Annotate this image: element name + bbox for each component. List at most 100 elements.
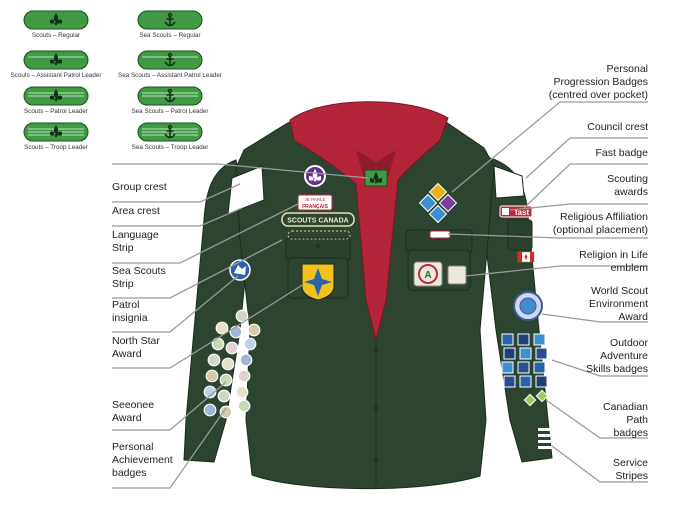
callout-label-line: Canadian bbox=[603, 401, 648, 413]
religion-emblem-ring bbox=[418, 264, 438, 284]
achievement-badge bbox=[203, 385, 217, 399]
callout-label-line: Skills badges bbox=[586, 363, 648, 375]
sea-scouts-strip bbox=[287, 230, 351, 240]
fleur-de-lis-icon bbox=[50, 89, 62, 102]
rank-badge: Scouts – Assistant Patrol Leader bbox=[10, 50, 102, 79]
callout-label-right: Council crest bbox=[587, 121, 648, 133]
callout-label-line: Patrol bbox=[112, 299, 139, 311]
achievement-badge bbox=[207, 353, 221, 367]
leader-line bbox=[112, 203, 299, 264]
callout-label-line: (centred over pocket) bbox=[549, 89, 648, 101]
sleeve-pocket bbox=[507, 219, 533, 251]
outdoor-adventure-skills-badge bbox=[517, 333, 530, 346]
achievement-badge bbox=[243, 337, 257, 351]
rank-badge: Scouts – Regular bbox=[23, 10, 89, 39]
rank-badge-caption: Sea Scouts – Regular bbox=[139, 32, 200, 39]
leader-line bbox=[541, 313, 648, 323]
leader-line bbox=[509, 203, 648, 211]
achievement-badge bbox=[247, 323, 261, 337]
right-epaulette bbox=[493, 165, 525, 199]
outdoor-adventure-skills-badge bbox=[517, 361, 530, 374]
rank-badge: Sea Scouts – Troop Leader bbox=[132, 122, 208, 151]
achievement-badge bbox=[235, 385, 249, 399]
callout-label-line: Religious Affiliation bbox=[560, 211, 648, 223]
leader-line bbox=[112, 207, 243, 227]
outdoor-adventure-skills-badge bbox=[503, 347, 516, 360]
shirt-button bbox=[373, 405, 379, 411]
callout-label-left: Group crest bbox=[112, 181, 167, 193]
achievement-badge bbox=[229, 325, 243, 339]
callout-label-line: Sea Scouts bbox=[112, 265, 166, 277]
leader-line bbox=[112, 163, 369, 179]
rank-badge-caption: Scouts – Regular bbox=[32, 32, 80, 39]
achievement-badge bbox=[215, 321, 229, 335]
rank-badge: Sea Scouts – Patrol Leader bbox=[131, 86, 209, 115]
callout-label-right: Fast badge bbox=[595, 147, 648, 159]
callout-label-line: (optional placement) bbox=[553, 224, 648, 236]
callout-label-line: Progression Badges bbox=[553, 76, 648, 88]
leader-line bbox=[523, 163, 648, 209]
callout-label-line: emblem bbox=[611, 262, 649, 274]
outdoor-adventure-skills-badge bbox=[519, 375, 532, 388]
outdoor-adventure-skills-badge bbox=[533, 333, 546, 346]
rank-badge-caption: Scouts – Patrol Leader bbox=[24, 108, 88, 115]
language-strip-bottom: FRANÇAIS bbox=[302, 204, 328, 210]
rank-badge: Scouts – Patrol Leader bbox=[23, 86, 89, 115]
neckerchief bbox=[289, 101, 449, 341]
outdoor-adventure-skills-badge bbox=[533, 361, 546, 374]
callout-label-left: Area crest bbox=[112, 205, 160, 217]
left-sleeve bbox=[183, 159, 251, 463]
leader-line bbox=[112, 283, 305, 369]
rank-badge: Sea Scouts – Assistant Patrol Leader bbox=[118, 50, 222, 79]
achievement-badge bbox=[205, 369, 219, 383]
rank-badge-caption: Scouts – Assistant Patrol Leader bbox=[10, 72, 101, 79]
achievement-badge bbox=[203, 403, 217, 417]
wolf-icon bbox=[234, 265, 246, 275]
leader-line bbox=[112, 239, 283, 299]
callout-label-line: North Star bbox=[112, 335, 160, 347]
callout-label-line: Award bbox=[618, 311, 648, 323]
outdoor-adventure-skills-badge bbox=[501, 333, 514, 346]
leader-line bbox=[447, 233, 648, 239]
callout-label-line: Council crest bbox=[587, 121, 648, 133]
callout-label-line: Group crest bbox=[112, 181, 167, 193]
callout-label-line: awards bbox=[614, 186, 648, 198]
callout-label-line: Award bbox=[112, 412, 142, 424]
rank-badges-legend: Scouts – Regular Sea Scouts – RegularScou… bbox=[10, 10, 222, 151]
achievement-badge bbox=[235, 309, 249, 323]
religion-emblem-letter: A bbox=[424, 270, 431, 281]
leader-line bbox=[551, 445, 648, 483]
outdoor-adventure-skills-badge bbox=[501, 361, 514, 374]
callout-label-line: Achievement bbox=[112, 454, 173, 466]
fleur-de-lis-icon bbox=[50, 125, 62, 138]
scouts-canada-label: SCOUTS CANADA bbox=[287, 218, 348, 225]
rank-badge: Scouts – Troop Leader bbox=[23, 122, 89, 151]
callout-label-line: Service bbox=[613, 457, 648, 469]
leader-line bbox=[551, 359, 648, 377]
anchor-icon bbox=[164, 124, 176, 139]
rank-badge-caption: Scouts – Troop Leader bbox=[24, 144, 88, 151]
outdoor-adventure-skills-badges bbox=[501, 333, 548, 388]
personal-progression-badges bbox=[418, 182, 458, 224]
callout-label-line: Scouting bbox=[607, 173, 648, 185]
leader-line bbox=[545, 399, 648, 439]
fleur-de-lis-icon bbox=[50, 53, 62, 66]
leader-line bbox=[112, 407, 227, 489]
callout-label-line: World Scout bbox=[591, 285, 648, 297]
callout-label-right: Religious Affiliation(optional placement… bbox=[553, 211, 648, 236]
achievement-badge bbox=[221, 357, 235, 371]
outdoor-adventure-skills-badge bbox=[535, 375, 548, 388]
callout-label-line: Stripes bbox=[615, 470, 648, 482]
achievement-badge bbox=[237, 399, 251, 413]
leader-line bbox=[525, 137, 648, 179]
callout-label-line: Personal bbox=[112, 441, 153, 453]
callout-label-line: Personal bbox=[607, 63, 648, 75]
shirt-button bbox=[373, 347, 379, 353]
